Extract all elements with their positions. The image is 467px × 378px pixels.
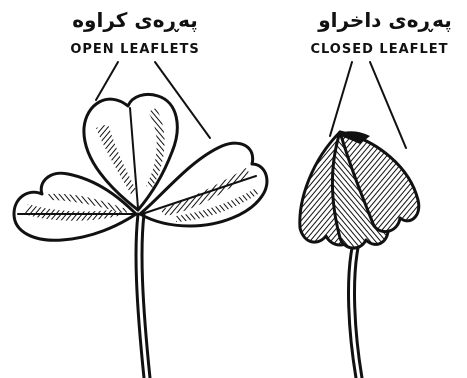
closed-pointer-line-right <box>370 62 406 148</box>
closed-pointer-line-left <box>330 62 352 136</box>
open-clover <box>14 62 267 378</box>
open-pointer-line-left <box>96 62 118 100</box>
closed-clover <box>300 62 419 378</box>
